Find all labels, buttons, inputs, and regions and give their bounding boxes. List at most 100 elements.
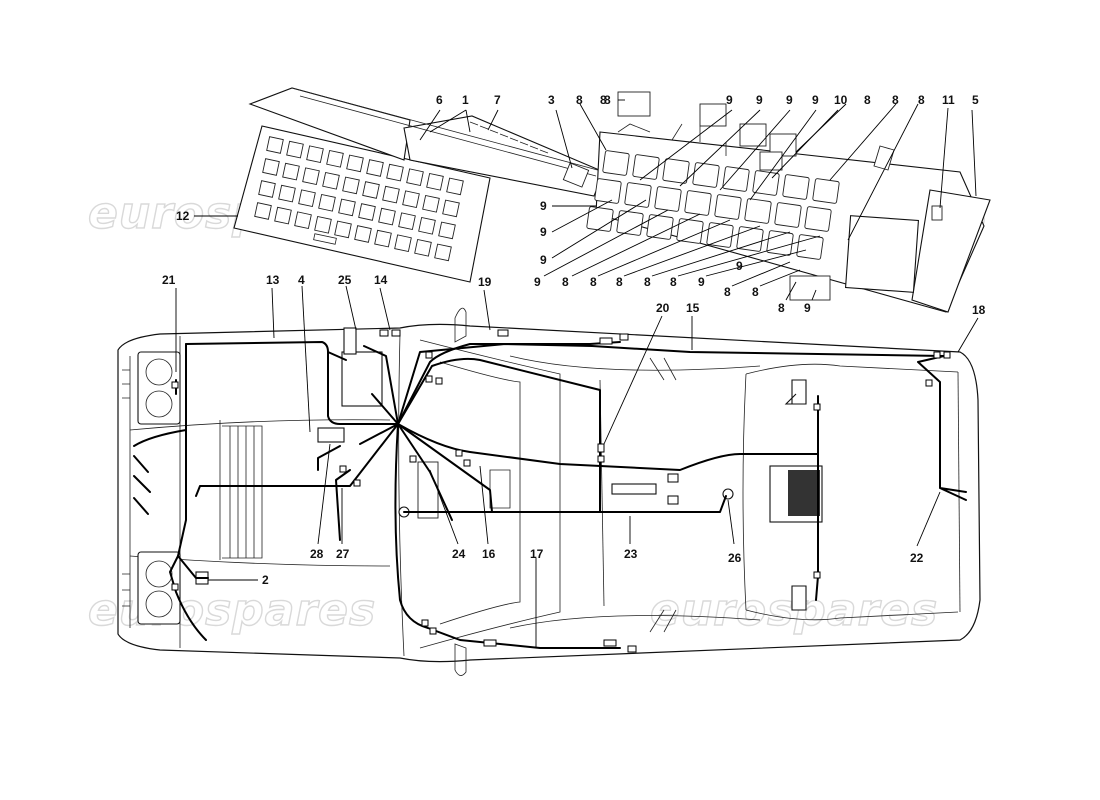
relay-cell bbox=[594, 178, 622, 204]
callout-21: 21 bbox=[162, 273, 176, 287]
fuse-cell bbox=[362, 181, 380, 199]
fuse-cell bbox=[262, 158, 280, 176]
fuse-cell bbox=[254, 202, 272, 220]
watermark-text: eurospares bbox=[88, 585, 376, 636]
fuse-cell bbox=[322, 171, 340, 190]
relay-cell bbox=[812, 178, 840, 204]
relay-cell bbox=[714, 194, 742, 220]
callout-9: 9 bbox=[786, 93, 793, 107]
connectors bbox=[171, 329, 951, 653]
callout-25: 25 bbox=[338, 273, 352, 287]
fuse-cell bbox=[374, 229, 392, 248]
callout-8: 8 bbox=[670, 275, 677, 289]
callout-28: 28 bbox=[310, 547, 324, 561]
relay-cell bbox=[796, 234, 824, 260]
fuse-cell bbox=[266, 136, 284, 154]
callout-8: 8 bbox=[752, 285, 759, 299]
callout-14: 14 bbox=[374, 273, 388, 287]
fuse-cell bbox=[382, 185, 400, 204]
relay-cover bbox=[248, 87, 606, 197]
relay-cell bbox=[766, 230, 794, 256]
callout-26: 26 bbox=[728, 551, 742, 565]
fuse-cell bbox=[286, 140, 304, 159]
relay-board bbox=[586, 91, 991, 313]
headlamp-left bbox=[122, 351, 181, 425]
fuse-cell bbox=[294, 211, 312, 230]
relay-cell bbox=[684, 190, 712, 216]
relay-cell bbox=[744, 198, 772, 224]
callout-2: 2 bbox=[262, 573, 269, 587]
relay-module bbox=[317, 427, 345, 443]
callout-8: 8 bbox=[864, 93, 871, 107]
callout-8: 8 bbox=[892, 93, 899, 107]
relay-cell bbox=[632, 154, 660, 180]
callout-8: 8 bbox=[724, 285, 731, 299]
fuse-block bbox=[343, 327, 357, 355]
callout-8: 8 bbox=[576, 93, 583, 107]
fuse-cell bbox=[446, 177, 464, 196]
callout-4: 4 bbox=[298, 273, 305, 287]
callout-8: 8 bbox=[778, 301, 785, 315]
relay-cell bbox=[676, 218, 704, 244]
callout-5: 5 bbox=[972, 93, 979, 107]
callout-17: 17 bbox=[530, 547, 544, 561]
callout-27: 27 bbox=[336, 547, 350, 561]
switch-unit bbox=[611, 483, 657, 495]
relay-leader-lines bbox=[543, 109, 839, 301]
callout-8: 8 bbox=[616, 275, 623, 289]
relay-cell bbox=[646, 214, 674, 240]
fuse-cell bbox=[386, 163, 404, 182]
fuse-cell bbox=[358, 203, 376, 221]
callout-15: 15 bbox=[686, 301, 700, 315]
callout-11: 11 bbox=[942, 93, 955, 107]
callout-9: 9 bbox=[804, 301, 811, 315]
callout-7: 7 bbox=[494, 93, 501, 107]
leader-lines bbox=[175, 99, 979, 648]
relay-cell bbox=[782, 174, 810, 200]
callout-8: 8 bbox=[562, 275, 569, 289]
fuse-cell bbox=[406, 168, 424, 187]
fuse-cell bbox=[398, 212, 416, 231]
callout-1: 1 bbox=[462, 93, 469, 107]
fuse-cell bbox=[354, 225, 372, 243]
battery-cells bbox=[788, 470, 820, 516]
fuse-cell bbox=[282, 162, 300, 181]
callout-10: 10 bbox=[834, 93, 848, 107]
fuse-cell bbox=[338, 198, 356, 217]
callout-8: 8 bbox=[918, 93, 925, 107]
callout-9: 9 bbox=[756, 93, 763, 107]
fuse-cell bbox=[278, 184, 296, 203]
wiring-harness bbox=[133, 341, 967, 649]
callout-8: 8 bbox=[604, 93, 611, 107]
callout-20: 20 bbox=[656, 301, 670, 315]
speaker-icon bbox=[784, 379, 807, 405]
headlamp-right bbox=[122, 551, 181, 625]
callout-19: 19 bbox=[478, 275, 492, 289]
callout-9: 9 bbox=[726, 93, 733, 107]
fuse-cell bbox=[422, 194, 440, 213]
fuse-cell bbox=[438, 221, 456, 240]
callout-9: 9 bbox=[812, 93, 819, 107]
fuse-cell bbox=[326, 149, 344, 168]
callout-9: 9 bbox=[540, 199, 547, 213]
callout-6: 6 bbox=[436, 93, 443, 107]
fuse-cell bbox=[346, 154, 364, 173]
callout-24: 24 bbox=[452, 547, 466, 561]
callout-8: 8 bbox=[590, 275, 597, 289]
fuse-cell bbox=[434, 243, 452, 262]
relay-cell bbox=[804, 206, 832, 232]
relay-cell bbox=[654, 186, 682, 212]
fuse-cell bbox=[366, 159, 384, 177]
callout-16: 16 bbox=[482, 547, 496, 561]
callout-9: 9 bbox=[540, 225, 547, 239]
callout-9: 9 bbox=[534, 275, 541, 289]
fuse-cell bbox=[402, 190, 420, 209]
callout-23: 23 bbox=[624, 547, 638, 561]
callout-9: 9 bbox=[540, 253, 547, 267]
relay-cell bbox=[774, 202, 802, 228]
fuse-cell bbox=[414, 238, 432, 257]
fuse-cell bbox=[418, 216, 436, 235]
relay-cell bbox=[616, 210, 644, 236]
relay-cell bbox=[624, 182, 652, 208]
fuse-panel bbox=[233, 125, 491, 283]
